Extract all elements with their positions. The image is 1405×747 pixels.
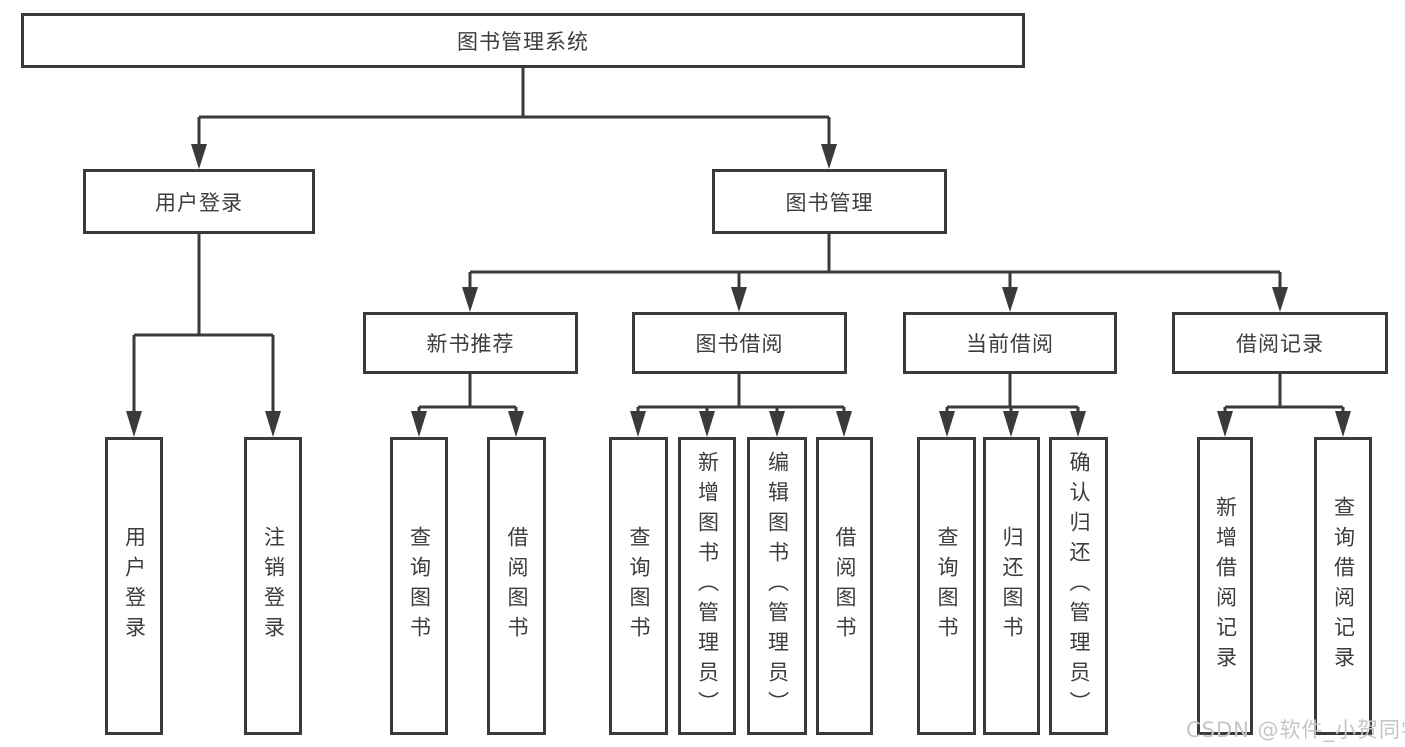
leaf-query-borrow-record-label: 查询借阅记录	[1331, 496, 1356, 676]
leaf-add-book-admin-label: 新增图书（管理员）	[695, 451, 720, 721]
leaf-borrow-books-recommend-label: 借阅图书	[505, 526, 529, 646]
leaf-add-borrow-record-label: 新增借阅记录	[1213, 496, 1238, 676]
node-new-book-recommend: 新书推荐	[363, 312, 578, 374]
leaf-query-books-borrow-label: 查询图书	[627, 526, 651, 646]
leaf-query-books-current: 查询图书	[917, 437, 976, 735]
node-user-login: 用户登录	[83, 169, 315, 234]
leaf-add-borrow-record: 新增借阅记录	[1197, 437, 1253, 735]
leaf-query-borrow-record: 查询借阅记录	[1314, 437, 1372, 735]
leaf-borrow-books-recommend: 借阅图书	[487, 437, 546, 735]
leaf-query-books-current-label: 查询图书	[935, 526, 959, 646]
leaf-confirm-return-admin: 确认归还（管理员）	[1049, 437, 1108, 735]
leaf-edit-book-admin: 编辑图书（管理员）	[747, 437, 807, 735]
leaf-add-book-admin: 新增图书（管理员）	[678, 437, 736, 735]
leaf-query-books-recommend: 查询图书	[390, 437, 448, 735]
leaf-user-login: 用户登录	[105, 437, 163, 735]
leaf-confirm-return-admin-label: 确认归还（管理员）	[1067, 451, 1091, 721]
leaf-logout: 注销登录	[244, 437, 302, 735]
node-current-borrow: 当前借阅	[903, 312, 1117, 374]
node-book-borrow: 图书借阅	[632, 312, 847, 374]
leaf-user-login-label: 用户登录	[122, 526, 147, 646]
node-book-management: 图书管理	[712, 169, 947, 234]
leaf-query-books-borrow: 查询图书	[609, 437, 668, 735]
leaf-borrow-books-borrow-label: 借阅图书	[833, 526, 857, 646]
leaf-query-books-recommend-label: 查询图书	[407, 526, 432, 646]
leaf-logout-label: 注销登录	[261, 526, 286, 646]
leaf-return-book: 归还图书	[983, 437, 1040, 735]
node-root-system: 图书管理系统	[21, 13, 1025, 68]
leaf-borrow-books-borrow: 借阅图书	[816, 437, 873, 735]
leaf-edit-book-admin-label: 编辑图书（管理员）	[765, 451, 790, 721]
csdn-watermark: CSDN @软件_小贺同学	[1186, 718, 1405, 742]
node-borrow-records: 借阅记录	[1172, 312, 1388, 374]
leaf-return-book-label: 归还图书	[1000, 526, 1024, 646]
